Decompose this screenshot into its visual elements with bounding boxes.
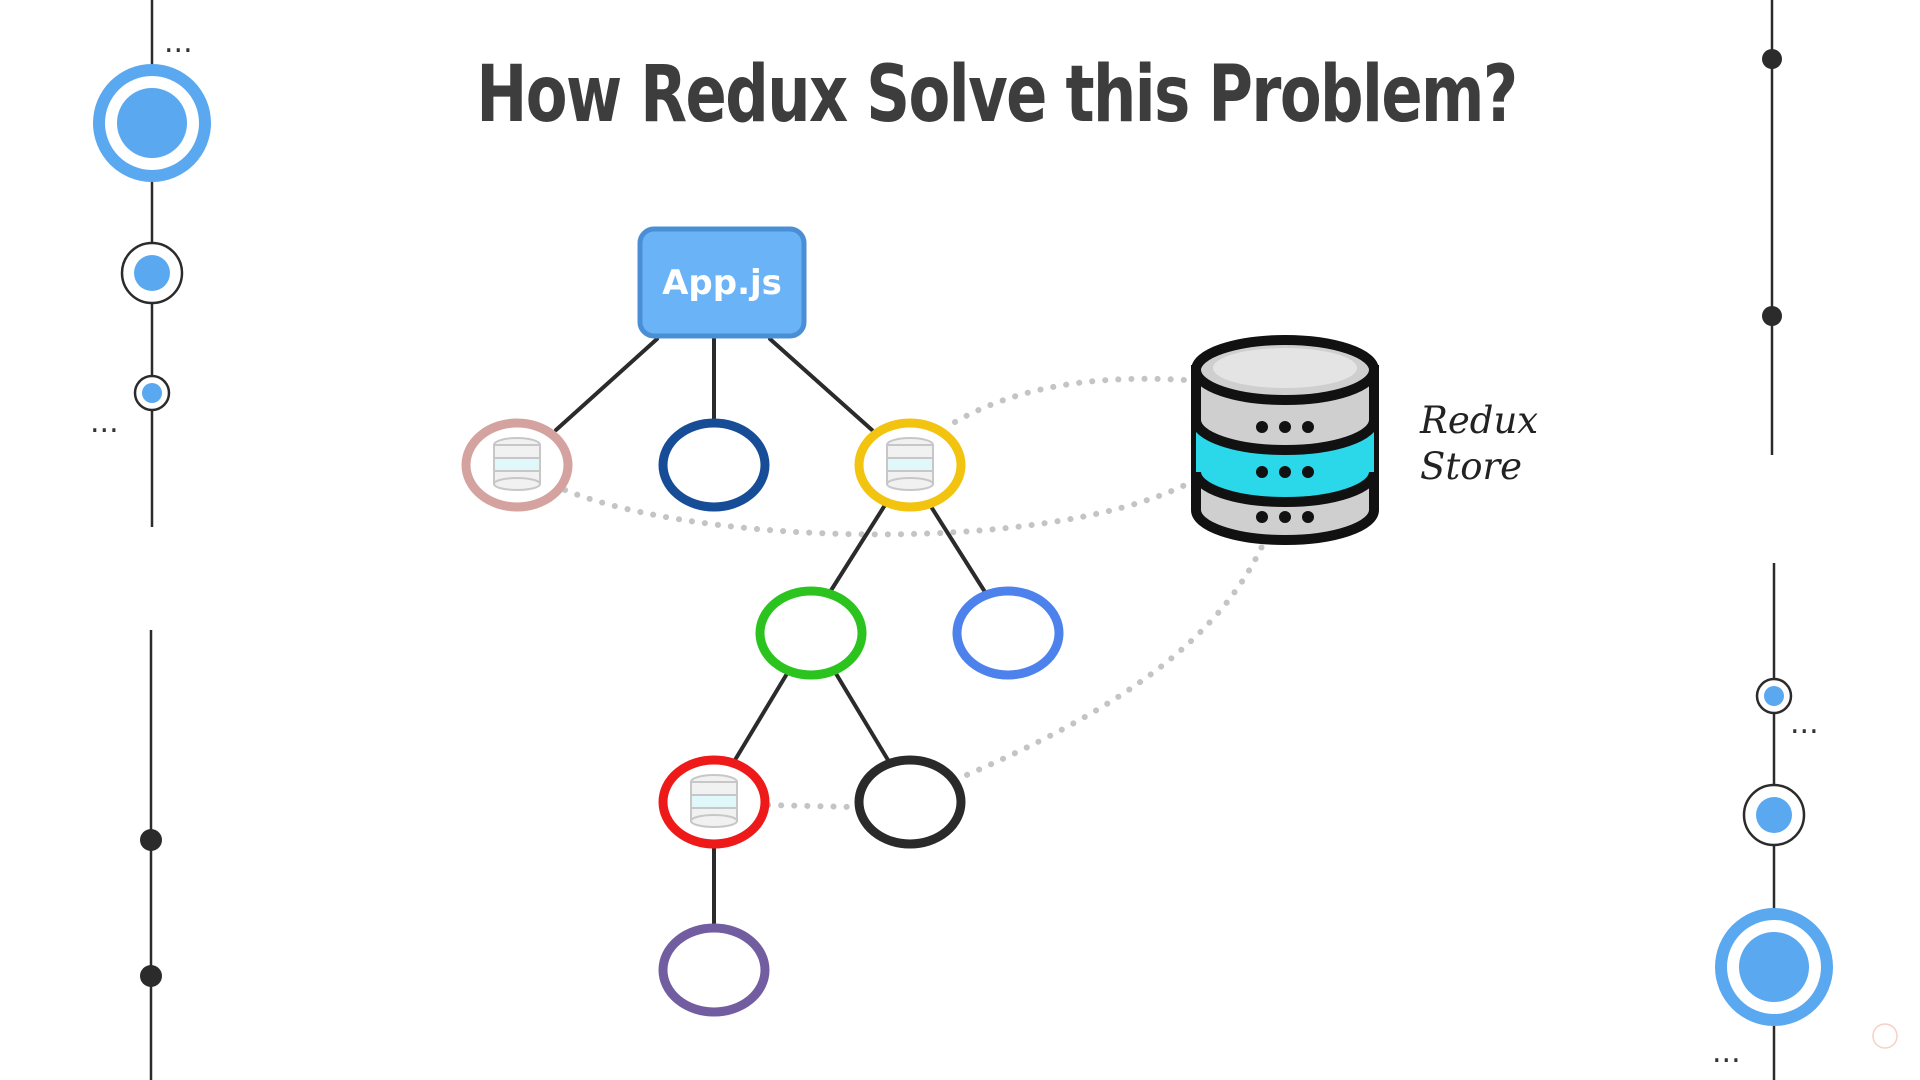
watermark-logo [1872,1023,1898,1049]
decor-ellipsis: ... [1790,706,1819,741]
right-decor-rail-bottom [1715,563,1833,1080]
slide-title: How Redux Solve this Problem? [476,50,1518,140]
store-connections [562,375,1268,810]
store-label: Redux Store [1420,398,1580,490]
database-icon [1191,335,1379,545]
left-decor-rail-bottom [140,630,162,1080]
store-link-child-3 [952,375,1188,425]
store-label-line-1: Redux [1420,399,1539,442]
store-label-line-2: Store [1420,445,1523,488]
component-node-grandchild-1 [755,586,867,680]
component-node-grandchild-2 [952,586,1064,680]
right-decor-rail-top [1762,0,1782,455]
edge-app-child-1 [554,337,659,432]
component-nodes [461,418,1064,1017]
left-decor-rail-top [93,0,211,527]
decor-dot [140,965,162,987]
edge-app-child-3 [768,337,874,432]
app-node-label: App.js [662,263,782,303]
decor-ellipsis: ... [1712,1035,1741,1070]
mini-store-icon [886,437,934,491]
component-node-child-2 [658,418,770,512]
edge-child-3-grandchild-1 [828,503,887,594]
component-node-great-grandchild-2 [854,755,966,849]
decor-dot [1762,306,1782,326]
decor-dot [1762,49,1782,69]
decor-dot [140,829,162,851]
mini-store-icon [690,774,738,828]
tree-edges [554,337,987,927]
edge-grandchild-1-ggc-1 [733,670,790,762]
app-node [637,226,807,339]
edge-grandchild-1-ggc-2 [833,670,890,762]
decor-ellipsis: ... [90,405,119,440]
mini-store-icon [493,437,541,491]
store-link-great-grandchild-1 [765,802,855,810]
component-node-leaf [658,923,770,1017]
decor-ellipsis: ... [164,25,193,60]
edge-child-3-grandchild-2 [928,503,987,594]
